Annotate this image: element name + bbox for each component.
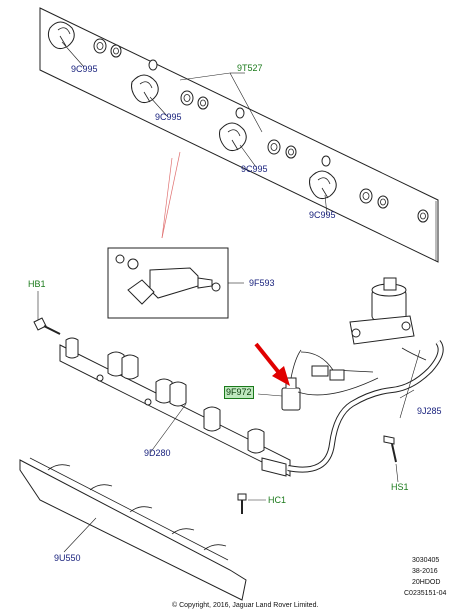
fuel-rail	[59, 337, 291, 477]
bolt-hb1	[33, 291, 61, 335]
copyright-notice: © Copyright, 2016, Jaguar Land Rover Lim…	[172, 602, 319, 609]
fuel-pressure-sensor	[281, 349, 379, 411]
red-leader-lines	[161, 151, 181, 239]
label-9f593: 9F593	[249, 278, 275, 288]
reference-code-4: C0235151-04	[404, 590, 447, 597]
label-9c995-2: 9C995	[155, 112, 182, 122]
label-9c995-4: 9C995	[309, 210, 336, 220]
reference-code-3: 20HDOD	[412, 579, 441, 586]
label-9d280: 9D280	[144, 448, 171, 458]
label-9c995-3: 9C995	[241, 164, 268, 174]
label-leader-lines	[149, 349, 421, 454]
bolt-hs1	[383, 435, 399, 483]
red-arrow	[254, 342, 290, 386]
injector-seal-set-2	[131, 59, 209, 110]
cover-9u550	[19, 457, 247, 601]
label-9j285: 9J285	[417, 406, 442, 416]
reference-code-2: 38-2016	[412, 568, 438, 575]
bolt-hc1	[237, 493, 266, 514]
reference-code-1: 3030405	[412, 557, 440, 564]
label-9c995-1: 9C995	[71, 64, 98, 74]
injector-seal-set-1	[47, 21, 122, 58]
label-hb1: HB1	[28, 279, 46, 289]
label-9t527: 9T527	[237, 63, 263, 73]
fuel-pump	[349, 277, 427, 361]
label-9u550: 9U550	[54, 553, 81, 563]
injector-seal-set-4	[309, 155, 429, 223]
injector-seal-set-3	[219, 107, 297, 159]
label-9f972: 9F972	[224, 386, 254, 399]
injector-detail-box	[107, 247, 244, 319]
label-hc1: HC1	[268, 495, 287, 505]
seal-leader-lines	[61, 41, 328, 216]
label-hs1: HS1	[391, 482, 409, 492]
